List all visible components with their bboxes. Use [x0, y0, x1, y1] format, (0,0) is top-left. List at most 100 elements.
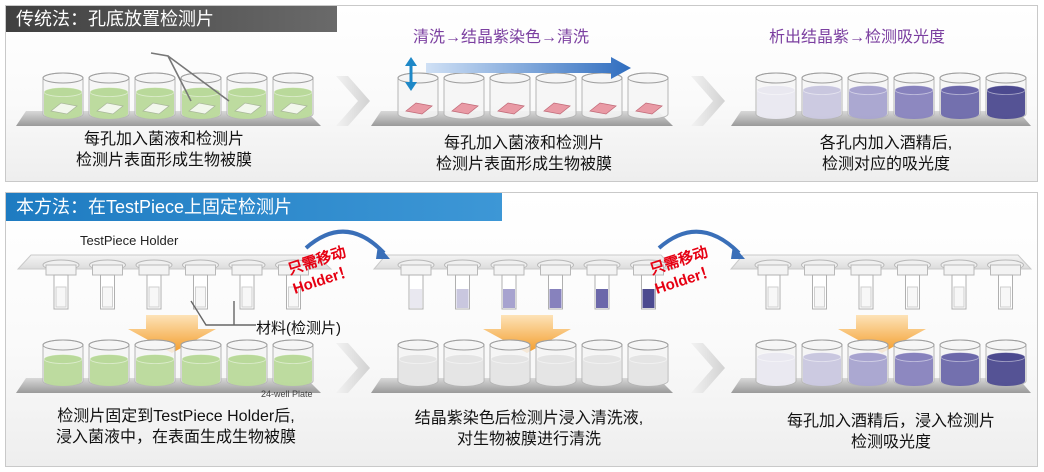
- pointer-line: [190, 300, 256, 326]
- well: [755, 339, 797, 387]
- well: [88, 72, 130, 120]
- holder-pin: [397, 259, 435, 310]
- traditional-title-text: 传统法：孔底放置检测片: [16, 9, 214, 29]
- well: [88, 339, 130, 387]
- test-chip: [451, 102, 479, 115]
- test-chip: [188, 102, 216, 115]
- step-chevron: [691, 343, 725, 393]
- step-chevron: [336, 76, 370, 126]
- well: [134, 339, 176, 387]
- well: [226, 339, 268, 387]
- well: [939, 339, 981, 387]
- traditional-caption-3: 各孔内加入酒精后, 检测对应的吸光度: [776, 133, 996, 175]
- new-method-caption-3: 每孔加入酒精后，浸入检测片 检测吸光度: [751, 411, 1031, 453]
- caption-line: 对生物被膜进行清洗: [456, 431, 601, 448]
- test-chip: [280, 102, 308, 115]
- step-chevron: [336, 343, 370, 393]
- traditional-method-title: 传统法：孔底放置检测片: [6, 6, 337, 32]
- well: [755, 72, 797, 120]
- caption-line: 每孔加入酒精后，浸入检测片: [786, 413, 995, 430]
- traditional-step2-note: 清洗→结晶紫染色→清洗: [413, 29, 590, 46]
- holder-pin: [894, 259, 931, 310]
- holder-pin: [987, 259, 1024, 310]
- well: [801, 72, 843, 120]
- well: [985, 72, 1027, 120]
- caption-line: 检测片固定到TestPiece Holder后,: [57, 408, 295, 425]
- well: [397, 339, 439, 387]
- plate-wash: [371, 339, 673, 393]
- well: [627, 72, 669, 120]
- well: [581, 72, 623, 120]
- caption-line: 浸入菌液中，在表面生成生物被膜: [55, 429, 296, 446]
- well: [397, 72, 439, 120]
- well: [180, 339, 222, 387]
- holder-pin: [537, 259, 574, 310]
- traditional-method-panel: 传统法：孔底放置检测片: [5, 5, 1038, 182]
- caption-line: 各孔内加入酒精后,: [819, 135, 953, 152]
- well: [847, 72, 889, 120]
- testpiece-holder-2: [372, 254, 676, 310]
- plate-purple-gradient: [731, 72, 1031, 126]
- well: [893, 72, 935, 120]
- test-chip: [234, 102, 262, 115]
- plate-alcohol-purple: [731, 339, 1031, 393]
- plate-green-24well: [16, 339, 321, 393]
- well: [272, 339, 314, 387]
- test-chip: [635, 102, 663, 115]
- test-chip: [543, 102, 571, 115]
- well: [443, 72, 485, 120]
- well: [985, 339, 1027, 387]
- well: [134, 72, 176, 120]
- immerse-arrow: [483, 315, 571, 353]
- wash-direction-arrow: [426, 57, 631, 79]
- well: [226, 72, 268, 120]
- testpiece-holder-label: TestPiece Holder: [80, 233, 179, 248]
- traditional-caption-1: 每孔加入菌液和检测片 检测片表面形成生物被膜: [44, 129, 284, 171]
- holder-pin: [940, 259, 978, 310]
- holder-pin: [89, 259, 126, 310]
- immerse-arrow: [128, 315, 216, 353]
- caption-line: 检测对应的吸光度: [821, 156, 950, 173]
- plate-green-with-chips: [16, 72, 321, 126]
- plate-pink-chips: [371, 72, 673, 126]
- well: [801, 339, 843, 387]
- holder-pin: [583, 259, 621, 310]
- well: [535, 72, 577, 120]
- well: [180, 72, 222, 120]
- test-chip: [497, 102, 525, 115]
- traditional-caption-2: 每孔加入菌液和检测片 检测片表面形成生物被膜: [404, 133, 644, 175]
- test-chip: [50, 102, 78, 115]
- caption-line: 每孔加入菌液和检测片: [443, 135, 604, 152]
- move-holder-arrow: [657, 229, 741, 255]
- holder-pin: [444, 259, 481, 310]
- caption-line: 检测片表面形成生物被膜: [435, 156, 612, 173]
- new-method-panel: 本方法：在TestPiece上固定检测片: [5, 192, 1038, 467]
- holder-pin: [275, 259, 312, 310]
- well: [893, 339, 935, 387]
- test-chip: [405, 102, 433, 115]
- new-method-caption-1: 检测片固定到TestPiece Holder后, 浸入菌液中，在表面生成生物被膜: [26, 406, 326, 448]
- new-method-title-text: 本方法：在TestPiece上固定检测片: [16, 197, 293, 217]
- new-method-illustration: [16, 229, 1033, 393]
- well: [847, 339, 889, 387]
- well: [443, 339, 485, 387]
- traditional-method-illustration: [16, 52, 1031, 126]
- holder-pin: [754, 259, 792, 310]
- immerse-arrow: [838, 315, 926, 353]
- well: [489, 72, 531, 120]
- caption-line: 结晶紫染色后检测片浸入清洗液,: [414, 410, 644, 427]
- well: [535, 339, 577, 387]
- new-method-caption-2: 结晶紫染色后检测片浸入清洗液, 对生物被膜进行清洗: [384, 408, 674, 450]
- test-chip: [142, 102, 170, 115]
- traditional-step3-note: 析出结晶紫→检测吸光度: [769, 29, 946, 46]
- holder-pin: [182, 259, 219, 310]
- testpiece-holder-1: [16, 254, 333, 310]
- holder-pin: [847, 259, 885, 310]
- well: [627, 339, 669, 387]
- well: [581, 339, 623, 387]
- test-chip: [589, 102, 617, 115]
- well: [939, 72, 981, 120]
- new-method-title: 本方法：在TestPiece上固定检测片: [6, 193, 502, 221]
- pipette-up-down-arrow: [405, 57, 417, 91]
- plate-label: 24-well Plate: [261, 389, 313, 399]
